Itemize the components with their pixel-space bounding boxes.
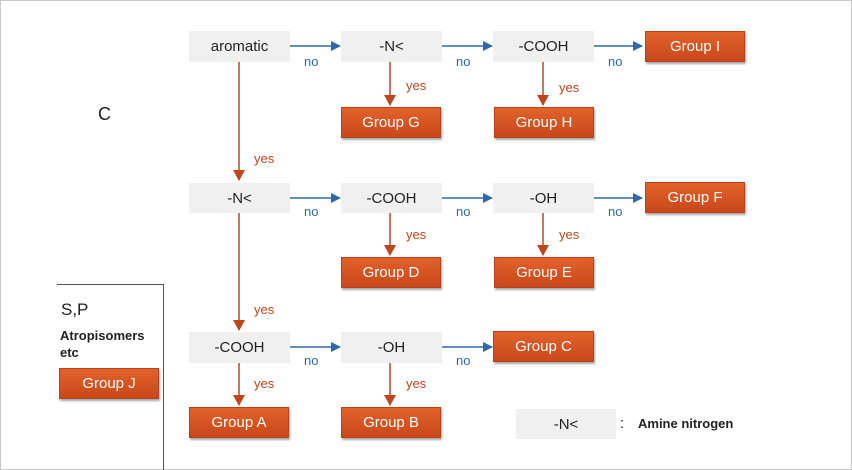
edge-label-yes-g: yes <box>406 78 427 93</box>
edge-label-no-3: no <box>608 54 623 69</box>
edge-label-no-1: no <box>304 54 319 69</box>
node-cooh-row1: -COOH <box>493 31 594 62</box>
edge-label-yes-row2: yes <box>254 151 275 166</box>
arrowhead-group-a <box>233 395 245 406</box>
node-cooh-row2: -COOH <box>341 183 442 213</box>
side-panel-top-border <box>57 284 164 285</box>
node-group-f: Group F <box>645 182 745 213</box>
arrowhead-group-b <box>384 395 396 406</box>
arrowhead-group-g <box>384 95 396 106</box>
node-group-d: Group D <box>341 257 441 288</box>
legend-symbol: -N< <box>516 409 616 439</box>
node-oh-row2: -OH <box>493 183 594 213</box>
node-group-g: Group G <box>341 107 441 138</box>
legend-text: Amine nitrogen <box>638 416 734 431</box>
arrowhead-cooh-row3 <box>233 320 245 331</box>
node-group-e: Group E <box>494 257 594 288</box>
legend-colon: : <box>620 415 625 432</box>
edge-label-no-6: no <box>608 204 623 219</box>
node-group-b: Group B <box>341 407 441 438</box>
node-oh-row3: -OH <box>341 332 442 363</box>
arrowhead-amine-row2 <box>233 170 245 181</box>
edge-label-no-8: no <box>456 353 471 368</box>
edge-label-yes-b: yes <box>406 376 427 391</box>
edge-label-no-5: no <box>456 204 471 219</box>
arrowhead-group-d <box>384 245 396 256</box>
node-group-j: Group J <box>59 368 159 399</box>
side-label-sp: S,P <box>61 300 89 319</box>
side-label-atropisomers: Atropisomers etc <box>60 328 145 360</box>
node-group-a: Group A <box>189 407 289 438</box>
node-amine-row1: -N< <box>341 31 442 62</box>
edge-label-yes-d: yes <box>406 227 427 242</box>
arrowhead-group-h <box>537 95 549 106</box>
node-amine-row2: -N< <box>189 183 290 213</box>
edge-label-no-7: no <box>304 353 319 368</box>
edge-label-yes-row3: yes <box>254 302 275 317</box>
edge-label-yes-a: yes <box>254 376 275 391</box>
node-cooh-row3: -COOH <box>189 332 290 363</box>
node-group-h: Group H <box>494 107 594 138</box>
edge-label-yes-e: yes <box>559 227 580 242</box>
node-aromatic: aromatic <box>189 31 290 62</box>
edge-label-no-4: no <box>304 204 319 219</box>
edge-label-no-2: no <box>456 54 471 69</box>
side-panel-right-border <box>163 284 164 470</box>
node-group-i: Group I <box>645 31 745 62</box>
edge-label-yes-h: yes <box>559 80 580 95</box>
label-c: C <box>98 104 111 124</box>
arrowhead-group-e <box>537 245 549 256</box>
node-group-c: Group C <box>493 331 594 362</box>
